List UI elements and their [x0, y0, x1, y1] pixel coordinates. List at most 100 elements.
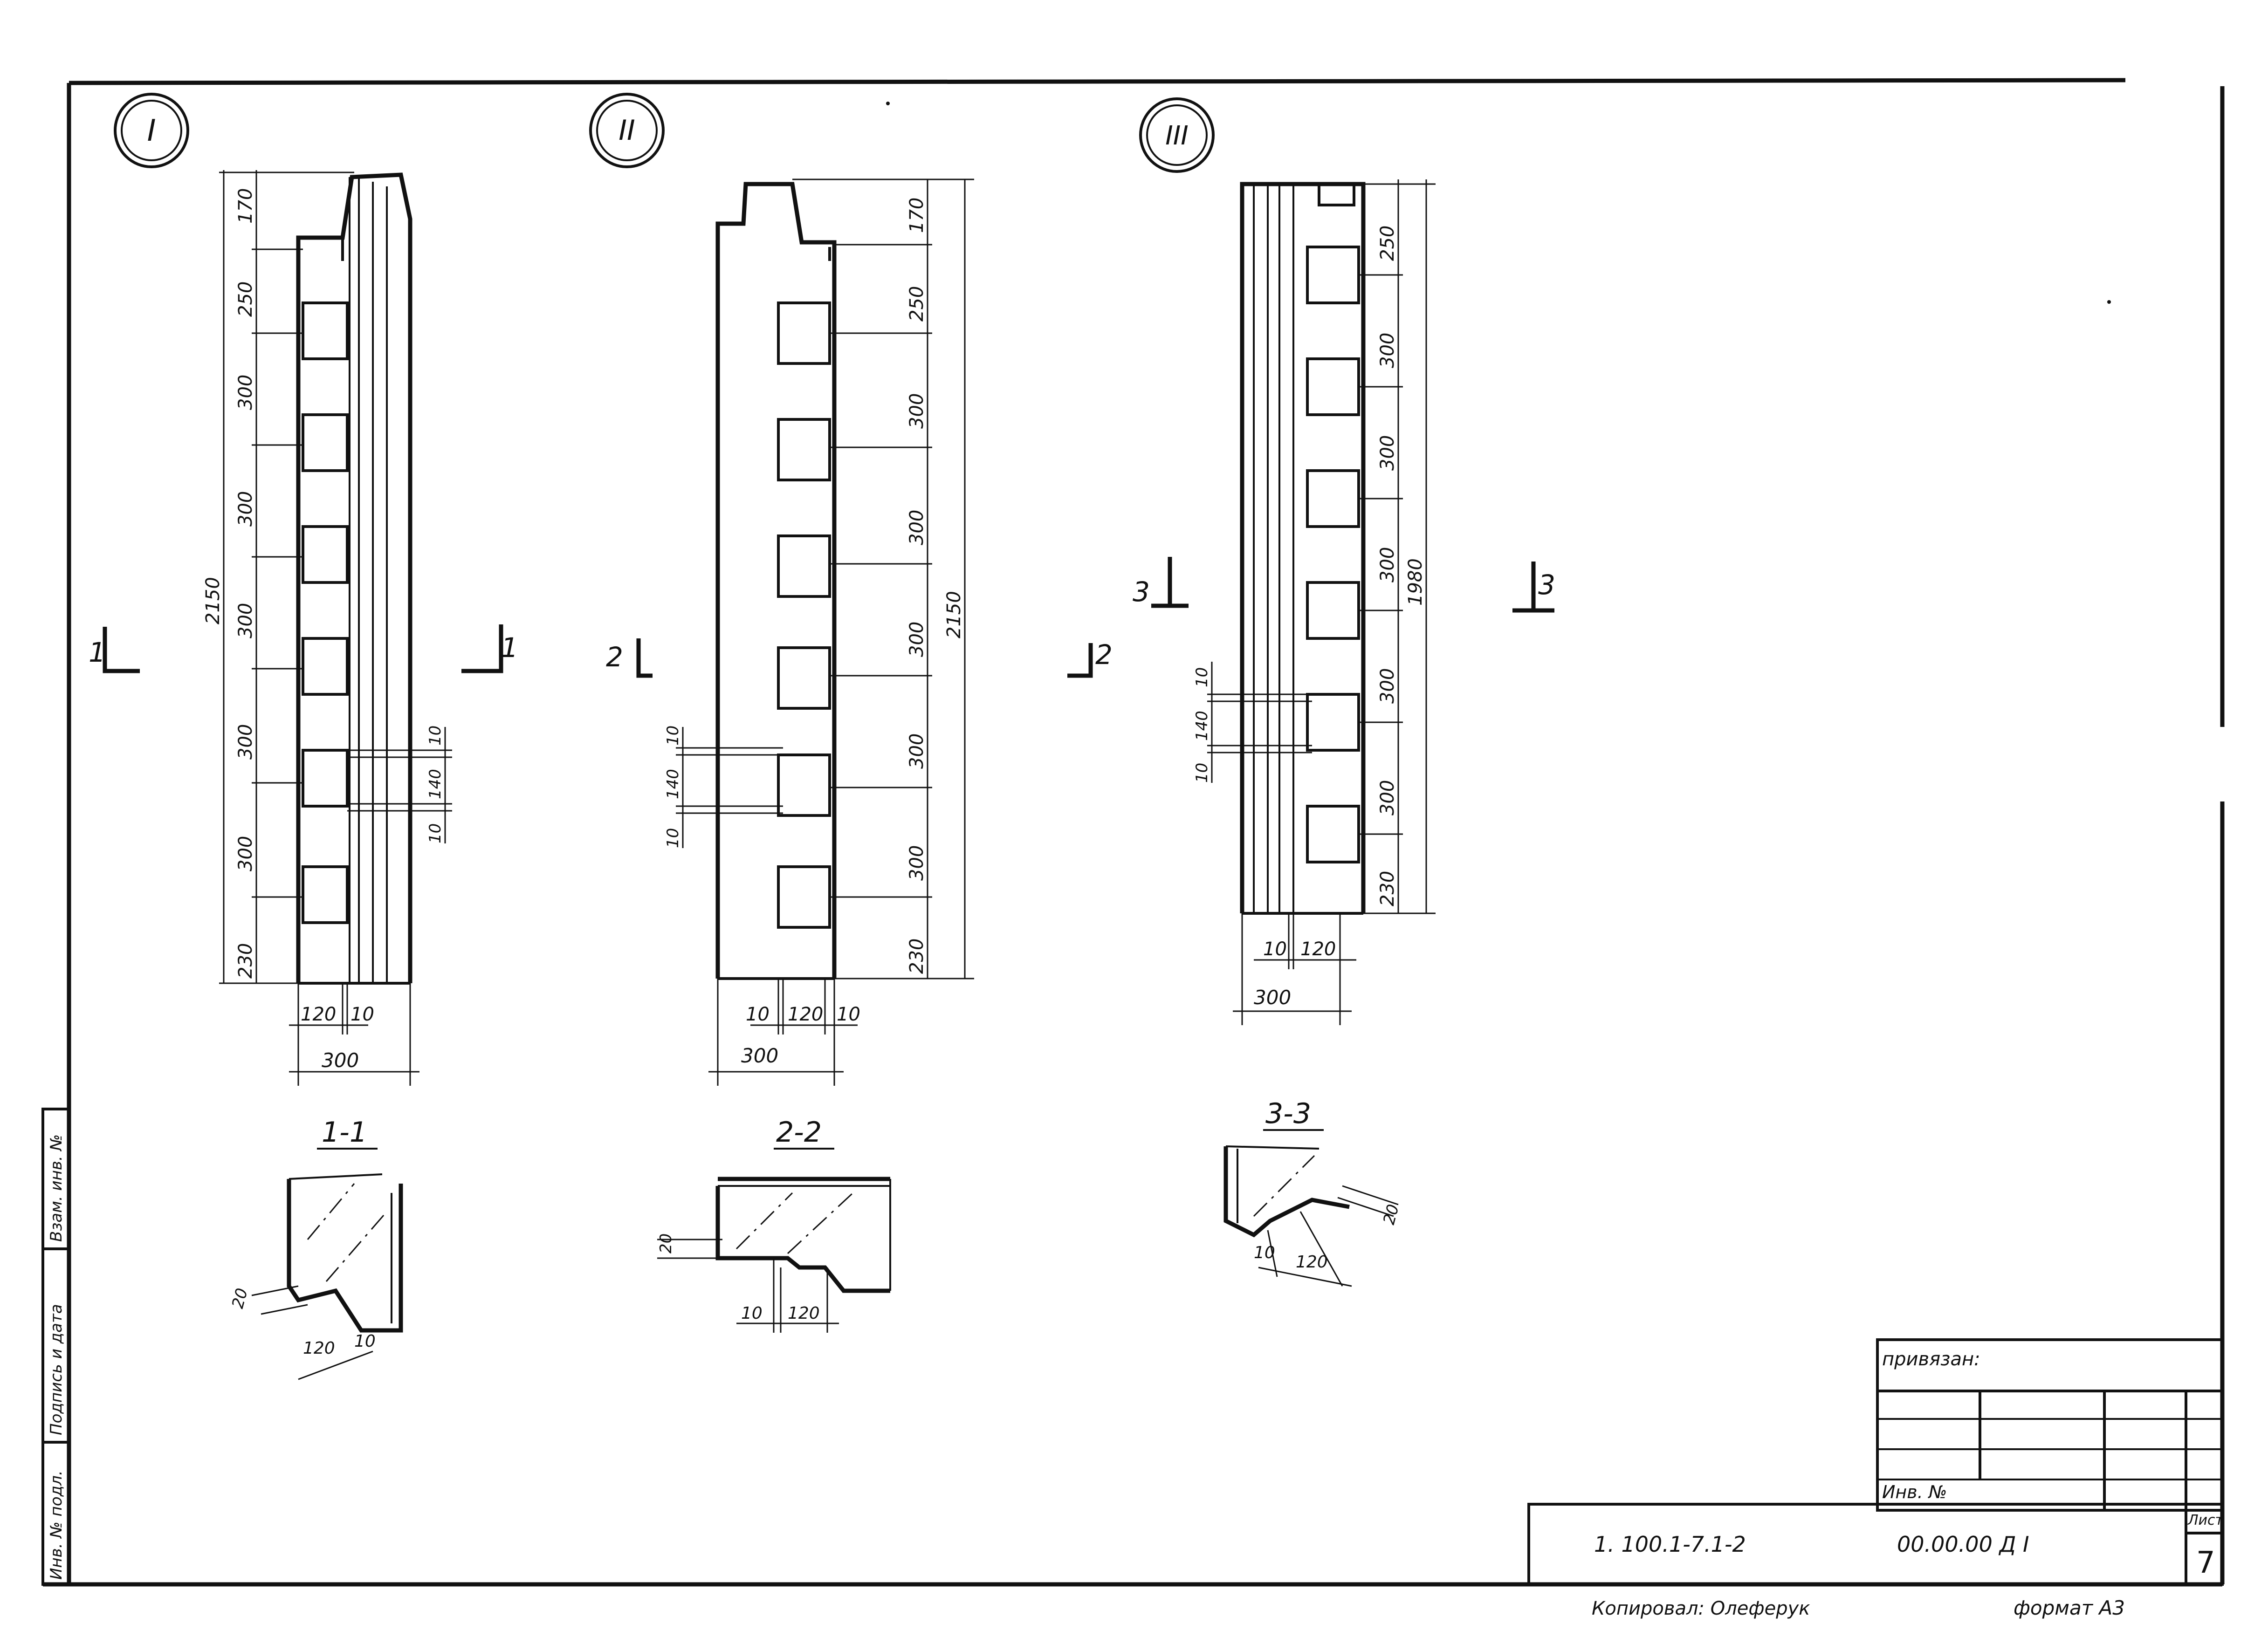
svg-text:10: 10	[664, 726, 682, 746]
view-marker-II: II	[589, 93, 665, 168]
svg-text:300: 300	[906, 393, 928, 429]
side-stamp: Инв. № подл. Подпись и дата Взам. инв. №	[41, 1108, 70, 1586]
panel-III-outline	[1240, 182, 1366, 915]
svg-text:250: 250	[1377, 226, 1398, 261]
sheet-number: 7	[2196, 1546, 2215, 1580]
svg-text:230: 230	[1377, 871, 1398, 906]
view-I: I	[89, 93, 518, 1380]
dim-I-170: 170	[235, 188, 256, 224]
paper-format: формат А3	[2014, 1596, 2125, 1619]
svg-text:300: 300	[1254, 986, 1291, 1009]
svg-text:10: 10	[1193, 763, 1211, 783]
panel-III-recesses	[1306, 246, 1360, 863]
svg-text:120: 120	[788, 1004, 823, 1025]
svg-text:300: 300	[322, 1049, 359, 1072]
svg-text:3: 3	[1133, 576, 1150, 608]
svg-text:170: 170	[906, 198, 928, 233]
svg-text:140: 140	[664, 769, 682, 799]
dim-chain-III: 250 300 300 300 300 300 230 1980	[1359, 179, 1436, 914]
dim-I-300e: 300	[235, 836, 256, 871]
svg-text:20: 20	[228, 1286, 252, 1310]
svg-text:2: 2	[1095, 639, 1113, 671]
svg-text:120: 120	[303, 1339, 335, 1358]
section-title-2-2: 2-2	[776, 1116, 822, 1149]
section-2-2: 2-2 20 10 120	[657, 1116, 891, 1333]
dim-detail-III: 10 140 10	[1193, 662, 1312, 783]
stamp-inv-podl: Инв. № подл.	[47, 1470, 66, 1580]
svg-text:10: 10	[426, 726, 445, 746]
view-marker-III: III	[1139, 97, 1215, 173]
svg-text:300: 300	[1377, 780, 1398, 815]
section-title-3-3: 3-3	[1265, 1097, 1311, 1130]
section-1-1: 1-1 20 120 10	[228, 1116, 403, 1380]
svg-text:230: 230	[906, 938, 928, 974]
stamp-replaced-inv: Взам. инв. №	[47, 1134, 66, 1242]
svg-text:300: 300	[906, 622, 928, 657]
svg-text:300: 300	[1377, 435, 1398, 471]
svg-text:20: 20	[1380, 1202, 1403, 1226]
section-mark-1: 1 1	[89, 624, 518, 673]
view-II: II 170 250	[589, 93, 1113, 1333]
dim-I-300d: 300	[235, 724, 256, 760]
svg-text:120: 120	[1296, 1253, 1328, 1272]
panel-I-recesses	[302, 301, 349, 924]
svg-text:20: 20	[657, 1233, 675, 1253]
dim-I-250: 250	[235, 281, 256, 317]
svg-text:120: 120	[301, 1004, 336, 1025]
svg-text:300: 300	[1377, 547, 1398, 582]
svg-text:2150: 2150	[943, 591, 965, 638]
svg-text:120: 120	[788, 1304, 820, 1323]
dim-detail-II: 10 140 10	[664, 726, 783, 848]
dim-I-230: 230	[235, 943, 256, 979]
view-marker-I: I	[114, 93, 189, 168]
svg-text:300: 300	[1377, 333, 1398, 368]
svg-text:10: 10	[426, 823, 445, 843]
svg-text:1: 1	[89, 637, 106, 668]
svg-text:140: 140	[1193, 711, 1211, 741]
panel-II-recesses	[777, 301, 831, 929]
svg-text:10: 10	[746, 1004, 770, 1025]
copied-by: Копировал: Олеферук	[1592, 1598, 1810, 1619]
bound-label: привязан:	[1882, 1349, 1980, 1370]
svg-text:10: 10	[664, 828, 682, 848]
dim-I-300a: 300	[235, 375, 256, 410]
svg-text:140: 140	[426, 769, 445, 799]
svg-text:250: 250	[906, 286, 928, 322]
svg-text:III: III	[1165, 121, 1189, 151]
svg-text:300: 300	[741, 1044, 778, 1067]
svg-text:300: 300	[1377, 668, 1398, 704]
section-3-3: 3-3 20 10 120	[1223, 1097, 1403, 1287]
svg-text:2: 2	[606, 641, 623, 673]
dim-bottom-III: 10 120 300	[1233, 913, 1356, 1025]
panel-II-outline	[715, 182, 837, 980]
svg-text:II: II	[619, 114, 635, 147]
svg-text:10: 10	[837, 1004, 860, 1025]
view-III: III	[1133, 97, 1555, 1287]
svg-text:1980: 1980	[1405, 558, 1426, 606]
panel-I-outline	[296, 172, 412, 985]
stamp-signature-date: Подпись и дата	[47, 1304, 66, 1435]
svg-text:10: 10	[1193, 667, 1211, 687]
sheet-label: Лист	[2187, 1512, 2224, 1528]
title-block: привязан: Инв. № Лист 7 1. 100.1-7.1-2 0…	[1527, 1338, 2224, 1619]
svg-text:300: 300	[906, 733, 928, 769]
dim-bottom-I: 120 10 300	[289, 983, 419, 1086]
dim-chain-I: 170 250 300 300 300 300 300 230 2150	[202, 170, 354, 984]
doc-mark: 00.00.00 Д I	[1897, 1532, 2029, 1557]
svg-text:300: 300	[906, 510, 928, 545]
dim-I-300b: 300	[235, 491, 256, 527]
svg-text:120: 120	[1300, 938, 1336, 960]
svg-text:10: 10	[351, 1004, 374, 1025]
doc-code: 1. 100.1-7.1-2	[1594, 1532, 1746, 1557]
svg-text:3: 3	[1538, 569, 1555, 601]
dim-chain-II: 170 250 300 300 300 300 300 230 2150	[792, 178, 974, 979]
section-mark-2: 2 2	[606, 638, 1113, 678]
section-mark-3: 3 3	[1133, 557, 1555, 613]
svg-text:10: 10	[354, 1332, 376, 1351]
svg-text:10: 10	[1263, 938, 1287, 960]
svg-text:10: 10	[741, 1304, 763, 1323]
svg-text:1: 1	[501, 632, 518, 664]
section-title-1-1: 1-1	[322, 1116, 367, 1149]
dim-I-total: 2150	[202, 577, 224, 624]
